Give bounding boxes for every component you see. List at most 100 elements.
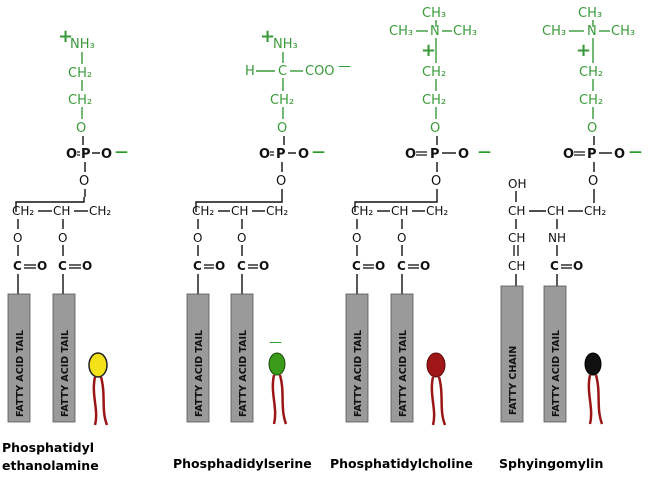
ch-label: CH <box>231 204 248 218</box>
ch3-label: CH₃ <box>611 24 635 39</box>
oxygen-label: O <box>431 174 441 189</box>
ch2-label: CH₂ <box>351 204 373 218</box>
oxygen-label: O <box>588 174 598 189</box>
ch2-label: CH₂ <box>192 204 214 218</box>
tail-label: FATTY ACID TAIL <box>238 330 249 417</box>
ch2-label: CH₂ <box>89 204 111 218</box>
ch2-label: CH₂ <box>422 65 446 80</box>
charge-minus: — <box>115 145 128 160</box>
ch-label: CH <box>508 231 525 245</box>
ch-label: CH <box>508 204 525 218</box>
tail-label: FATTY ACID TAIL <box>15 330 26 417</box>
ch2-label: CH₂ <box>579 93 603 108</box>
charge-minus: — <box>629 145 642 160</box>
ch2-label: CH₂ <box>68 66 92 81</box>
hydrogen-label: H <box>245 64 255 79</box>
oxygen-label: O <box>298 147 309 162</box>
ch3-label: CH₃ <box>578 6 602 21</box>
charge-plus: + <box>576 40 591 61</box>
nh3-label: NH₃ <box>273 37 298 52</box>
oxygen-label: O <box>420 259 430 273</box>
oxygen-label: O <box>259 259 269 273</box>
oxygen-label: O <box>375 259 385 273</box>
molecule-phosphatidylcholine: CH₃ CH₃ N CH₃ + CH₂ CH₂ O O P O — O <box>330 6 491 471</box>
oxygen-label: O <box>37 259 47 273</box>
oxygen-label: O <box>66 147 77 162</box>
ch2-label: CH₂ <box>266 204 288 218</box>
tail-label: FATTY ACID TAIL <box>551 330 562 417</box>
phosphorus-label: P <box>587 147 597 162</box>
oxygen-label: O <box>614 147 625 162</box>
carbon-label: C <box>58 259 67 273</box>
ch2-label: CH₂ <box>68 93 92 108</box>
oxygen-label: O <box>193 231 202 245</box>
carbon-label: C <box>278 64 287 79</box>
ch-label: CH <box>391 204 408 218</box>
ch2-label: CH₂ <box>422 93 446 108</box>
nh3-label: NH₃ <box>70 37 95 52</box>
charge-plus: + <box>421 40 436 61</box>
charge-plus: + <box>58 26 73 47</box>
phosphorus-label: P <box>81 147 91 162</box>
oxygen-label: O <box>587 121 597 136</box>
tail-label: FATTY ACID TAIL <box>353 330 364 417</box>
nitrogen-label: N <box>587 24 597 39</box>
molecule-phosphatidylethanolamine: + NH₃ CH₂ CH₂ O O P O — O CH₂ <box>2 26 128 473</box>
yellow-head-icon <box>88 352 109 426</box>
ch2-label: CH₂ <box>270 93 294 108</box>
phosphorus-label: P <box>276 147 286 162</box>
red-head-icon <box>426 352 447 426</box>
carbon-label: C <box>397 259 406 273</box>
ch2-label: CH₂ <box>12 204 34 218</box>
oxygen-label: O <box>277 121 287 136</box>
charge-minus: — <box>338 59 351 74</box>
oxygen-label: O <box>405 147 416 162</box>
ch2-label: CH₂ <box>579 65 603 80</box>
nitrogen-label: N <box>430 24 440 39</box>
green-head-icon: — <box>268 335 288 425</box>
ch3-label: CH₃ <box>389 24 413 39</box>
oxygen-label: O <box>82 259 92 273</box>
charge-minus: — <box>312 145 325 160</box>
carbon-label: C <box>193 259 202 273</box>
oxygen-label: O <box>58 231 67 245</box>
oxygen-label: O <box>101 147 112 162</box>
ch-label: CH <box>508 259 525 273</box>
carbon-label: C <box>550 259 559 273</box>
tail-label: FATTY ACID TAIL <box>398 330 409 417</box>
oxygen-label: O <box>276 174 286 189</box>
charge-plus: + <box>260 26 275 47</box>
molecule-sphingomyelin: CH₃ CH₃ N CH₃ + CH₂ CH₂ O O P O — O <box>499 6 642 471</box>
oxygen-label: O <box>563 147 574 162</box>
carboxylate-label: COO <box>305 64 335 79</box>
molecule-name: Phosphatidylcholine <box>330 456 473 471</box>
oxygen-label: O <box>397 231 406 245</box>
tail-label: FATTY CHAIN <box>508 346 519 415</box>
ch3-label: CH₃ <box>453 24 477 39</box>
charge-minus: — <box>478 145 491 160</box>
tail-label: FATTY ACID TAIL <box>194 330 205 417</box>
oxygen-label: O <box>352 231 361 245</box>
oxygen-label: O <box>430 121 440 136</box>
carbon-label: C <box>237 259 246 273</box>
tail-label: FATTY ACID TAIL <box>60 330 71 417</box>
ch-label: CH <box>547 204 564 218</box>
nh-label: NH <box>548 231 566 245</box>
ch2-label: CH₂ <box>426 204 448 218</box>
oxygen-label: O <box>13 231 22 245</box>
ch2-label: CH₂ <box>584 204 606 218</box>
phosphorus-label: P <box>430 147 440 162</box>
oxygen-label: O <box>215 259 225 273</box>
hydroxyl-label: OH <box>508 177 526 191</box>
molecule-phosphatidylserine: + NH₃ H C COO — CH₂ O O P O — O <box>173 26 351 471</box>
ch-label: CH <box>53 204 70 218</box>
oxygen-label: O <box>76 121 86 136</box>
molecule-name: Phosphadidylserine <box>173 456 312 471</box>
carbon-label: C <box>352 259 361 273</box>
oxygen-label: O <box>458 147 469 162</box>
oxygen-label: O <box>259 147 270 162</box>
oxygen-label: O <box>573 259 583 273</box>
charge-minus: — <box>269 335 282 350</box>
